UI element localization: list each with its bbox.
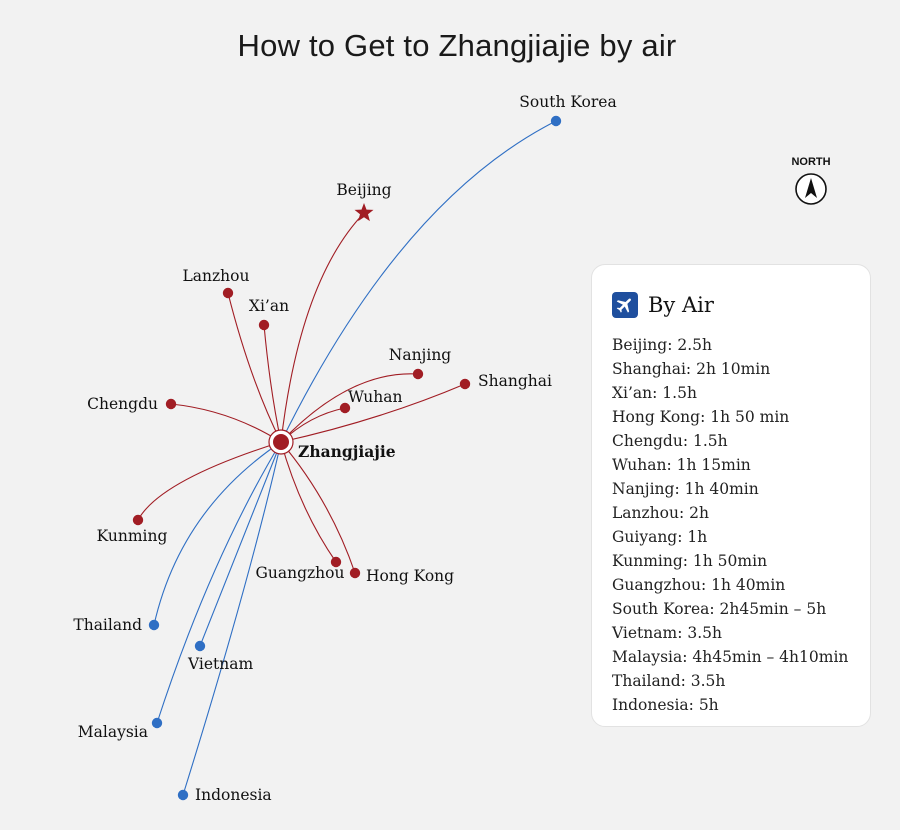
flight-time-item: Hong Kong: 1h 50 min <box>612 408 790 426</box>
route-guangzhou <box>280 441 337 563</box>
marker-chengdu <box>165 398 177 410</box>
flight-time-item: Guiyang: 1h <box>612 528 708 546</box>
label-beijing: Beijing <box>336 181 391 199</box>
marker-kunming <box>132 514 144 526</box>
marker-xi-an <box>258 319 270 331</box>
page-title: How to Get to Zhangjiajie by air <box>237 28 677 63</box>
marker-hong-kong <box>349 567 361 579</box>
flight-time-item: Shanghai: 2h 10min <box>612 360 771 378</box>
route-nanjing <box>280 373 419 443</box>
label-hong-kong: Hong Kong <box>366 567 454 585</box>
hub-label: Zhangjiajie <box>298 442 396 461</box>
route-kunming <box>137 441 282 521</box>
route-thailand <box>153 441 282 626</box>
route-shanghai <box>280 383 466 443</box>
flight-time-item: Lanzhou: 2h <box>612 504 709 522</box>
flight-time-item: Malaysia: 4h45min – 4h10min <box>612 648 849 666</box>
marker-nanjing <box>412 368 424 380</box>
marker-guangzhou <box>330 556 342 568</box>
marker-malaysia <box>151 717 163 729</box>
capital-star-icon <box>354 203 374 222</box>
flight-time-item: Guangzhou: 1h 40min <box>612 576 786 594</box>
route-malaysia <box>156 441 282 724</box>
marker-lanzhou <box>222 287 234 299</box>
route-south-korea <box>280 120 557 443</box>
label-shanghai: Shanghai <box>478 372 552 390</box>
label-wuhan: Wuhan <box>348 388 403 406</box>
label-nanjing: Nanjing <box>389 346 452 364</box>
route-indonesia <box>182 441 282 796</box>
marker-indonesia <box>177 789 189 801</box>
destination-markers <box>132 115 562 801</box>
label-malaysia: Malaysia <box>78 723 148 741</box>
route-beijing <box>280 212 365 443</box>
flight-time-item: Wuhan: 1h 15min <box>612 456 751 474</box>
route-lanzhou <box>227 292 282 443</box>
marker-shanghai <box>459 378 471 390</box>
route-chengdu <box>170 403 282 443</box>
label-xi-an: Xi’an <box>249 297 289 315</box>
flight-time-item: Indonesia: 5h <box>612 696 719 714</box>
marker-vietnam <box>194 640 206 652</box>
panel-title: By Air <box>648 293 714 317</box>
label-thailand: Thailand <box>73 616 142 634</box>
label-indonesia: Indonesia <box>195 786 272 804</box>
label-lanzhou: Lanzhou <box>183 267 250 285</box>
flight-time-item: Thailand: 3.5h <box>612 672 726 690</box>
label-south-korea: South Korea <box>519 93 616 111</box>
label-chengdu: Chengdu <box>87 395 158 413</box>
route-hong-kong <box>280 441 356 574</box>
marker-thailand <box>148 619 160 631</box>
flight-time-item: Chengdu: 1.5h <box>612 432 728 450</box>
flight-time-item: Vietnam: 3.5h <box>612 624 722 642</box>
flight-time-item: Beijing: 2.5h <box>612 336 712 354</box>
hub-marker <box>268 429 294 455</box>
label-guangzhou: Guangzhou <box>256 564 345 582</box>
north-label: NORTH <box>791 156 831 168</box>
panel-header: By Air <box>612 290 714 320</box>
route-vietnam <box>199 441 282 647</box>
flight-time-item: South Korea: 2h45min – 5h <box>612 600 827 618</box>
flight-time-list: Beijing: 2.5h Shanghai: 2h 10min Xi’an: … <box>612 333 848 717</box>
label-vietnam: Vietnam <box>187 655 254 673</box>
label-kunming: Kunming <box>97 527 168 545</box>
flight-time-item: Kunming: 1h 50min <box>612 552 768 570</box>
by-air-panel: By Air Beijing: 2.5h Shanghai: 2h 10min … <box>591 264 871 727</box>
airplane-icon <box>612 292 638 318</box>
marker-wuhan <box>339 402 351 414</box>
north-arrow-icon <box>795 173 827 205</box>
north-compass: NORTH <box>786 156 836 206</box>
marker-south-korea <box>550 115 562 127</box>
flight-time-item: Nanjing: 1h 40min <box>612 480 759 498</box>
flight-time-item: Xi’an: 1.5h <box>612 384 697 402</box>
